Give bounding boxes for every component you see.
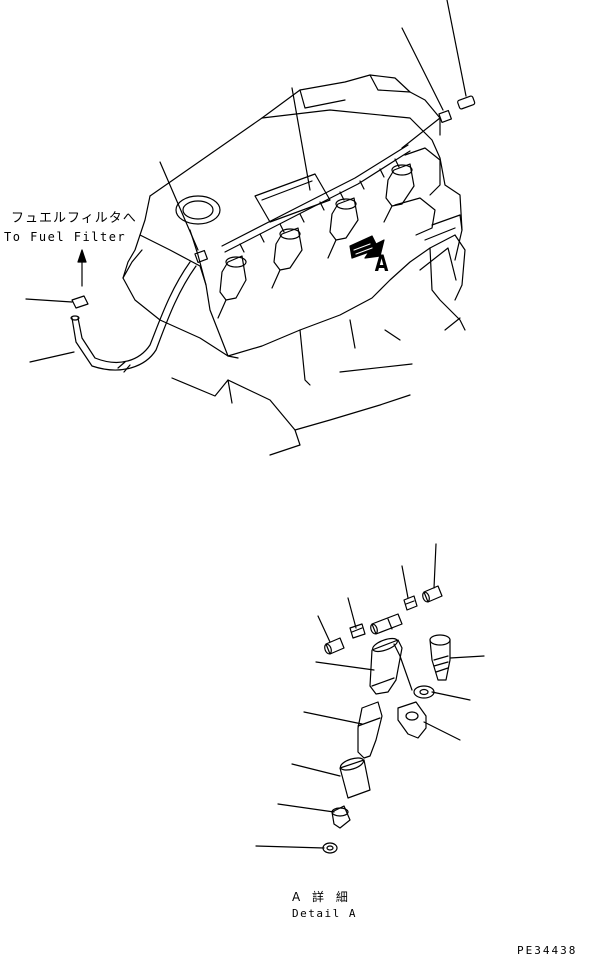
leader-lines-detail [256, 544, 484, 848]
injector-2 [272, 228, 302, 288]
fuel-filter-arrow [78, 250, 86, 286]
detail-a-caption-en: Detail A [292, 907, 357, 920]
engine-head-block [123, 75, 465, 455]
fuel-filter-label-en: To Fuel Filter [4, 230, 127, 244]
detail-a-caption-ja: A 詳 細 [292, 890, 352, 904]
drawing-code: PE34438 [517, 944, 578, 957]
rail-end-fittings [195, 96, 475, 263]
detail-a-parts [323, 586, 450, 853]
fuel-hose [71, 262, 196, 372]
injector-4 [384, 164, 414, 222]
leader-lines-upper [26, 0, 466, 362]
fuel-filter-label-ja: フュエルフィルタへ [11, 211, 137, 226]
injector-3 [328, 198, 358, 258]
view-a-arrow [350, 236, 384, 258]
view-a-label: A [374, 252, 389, 277]
fuel-rail [222, 145, 410, 252]
injector-1 [218, 256, 246, 318]
